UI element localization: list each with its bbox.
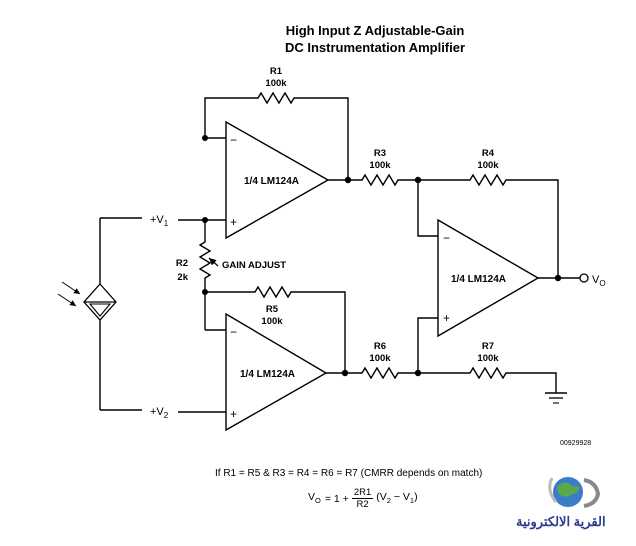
opamp-right-noninv-sign: +	[443, 311, 450, 325]
r5-value: 100k	[261, 316, 283, 327]
r6-name: R6	[374, 341, 386, 352]
r2-value: 2k	[177, 272, 188, 283]
eq-one-plus: = 1 +	[324, 492, 349, 505]
watermark-text: القرية الالكترونية	[516, 514, 606, 529]
v2-input: +V2	[150, 406, 226, 420]
opamp-bottom-inv-sign: −	[230, 325, 237, 339]
v2-label: +V2	[150, 406, 169, 420]
diagram-title: High Input Z Adjustable-Gain DC Instrume…	[190, 22, 560, 56]
opamp-right: − + 1/4 LM124A	[437, 218, 540, 338]
r5-name: R5	[266, 304, 279, 315]
r7-name: R7	[482, 341, 494, 352]
r1-name: R1	[270, 66, 283, 77]
output-terminal: VO	[579, 273, 606, 288]
resistor-r5: R5 100k	[205, 285, 346, 373]
opamp-right-label: 1/4 LM124A	[451, 274, 506, 285]
r6-value: 100k	[369, 353, 391, 364]
v1-label: +V1	[150, 214, 169, 228]
eq-lhs: VO	[308, 491, 321, 506]
opamp-bottom: − + 1/4 LM124A	[225, 312, 328, 432]
resistor-r3: R3 100k	[348, 148, 418, 187]
sensor-bridge	[57, 217, 142, 411]
resistor-r4: R4 100k	[418, 148, 559, 278]
r3-value: 100k	[369, 160, 391, 171]
watermark-logo	[548, 477, 601, 508]
opamp-top-inv-sign: −	[230, 133, 237, 147]
ground-symbol	[545, 392, 567, 404]
title-line-1: High Input Z Adjustable-Gain	[285, 23, 465, 38]
eq-fraction: 2R1 R2	[351, 487, 374, 510]
resistor-r1: R1 100k	[204, 66, 349, 180]
r2-name: R2	[176, 258, 188, 269]
opamp-bottom-noninv-sign: +	[230, 407, 237, 421]
matching-condition: If R1 = R5 & R3 = R4 = R6 = R7 (CMRR dep…	[215, 468, 483, 479]
opamp-top-noninv-sign: +	[230, 215, 237, 229]
eq-numerator: 2R1	[351, 487, 374, 499]
r3-name: R3	[374, 148, 386, 159]
r4-name: R4	[482, 148, 495, 159]
v1-input: +V1	[150, 214, 226, 228]
gain-equation: VO = 1 + 2R1 R2 (V2 − V1)	[308, 487, 418, 510]
resistor-r7: R7 100k	[418, 341, 557, 393]
r7-value: 100k	[477, 353, 499, 364]
title-line-2: DC Instrumentation Amplifier	[284, 40, 466, 55]
figure-code: 00929928	[560, 440, 592, 447]
opamp-top: − + 1/4 LM124A	[225, 120, 330, 240]
opamp-right-inv-sign: −	[443, 231, 450, 245]
output-label: VO	[592, 274, 606, 288]
eq-rhs: (V2 − V1)	[376, 491, 418, 506]
eq-denominator: R2	[356, 499, 369, 510]
opamp-top-label: 1/4 LM124A	[244, 176, 299, 187]
resistor-r6: R6 100k	[345, 341, 418, 380]
gain-adjust-label: GAIN ADJUST	[222, 260, 286, 271]
r1-value: 100k	[265, 78, 287, 89]
resistor-r2: R2 2k GAIN ADJUST	[176, 220, 286, 292]
r4-value: 100k	[477, 160, 499, 171]
opamp-bottom-label: 1/4 LM124A	[240, 369, 295, 380]
